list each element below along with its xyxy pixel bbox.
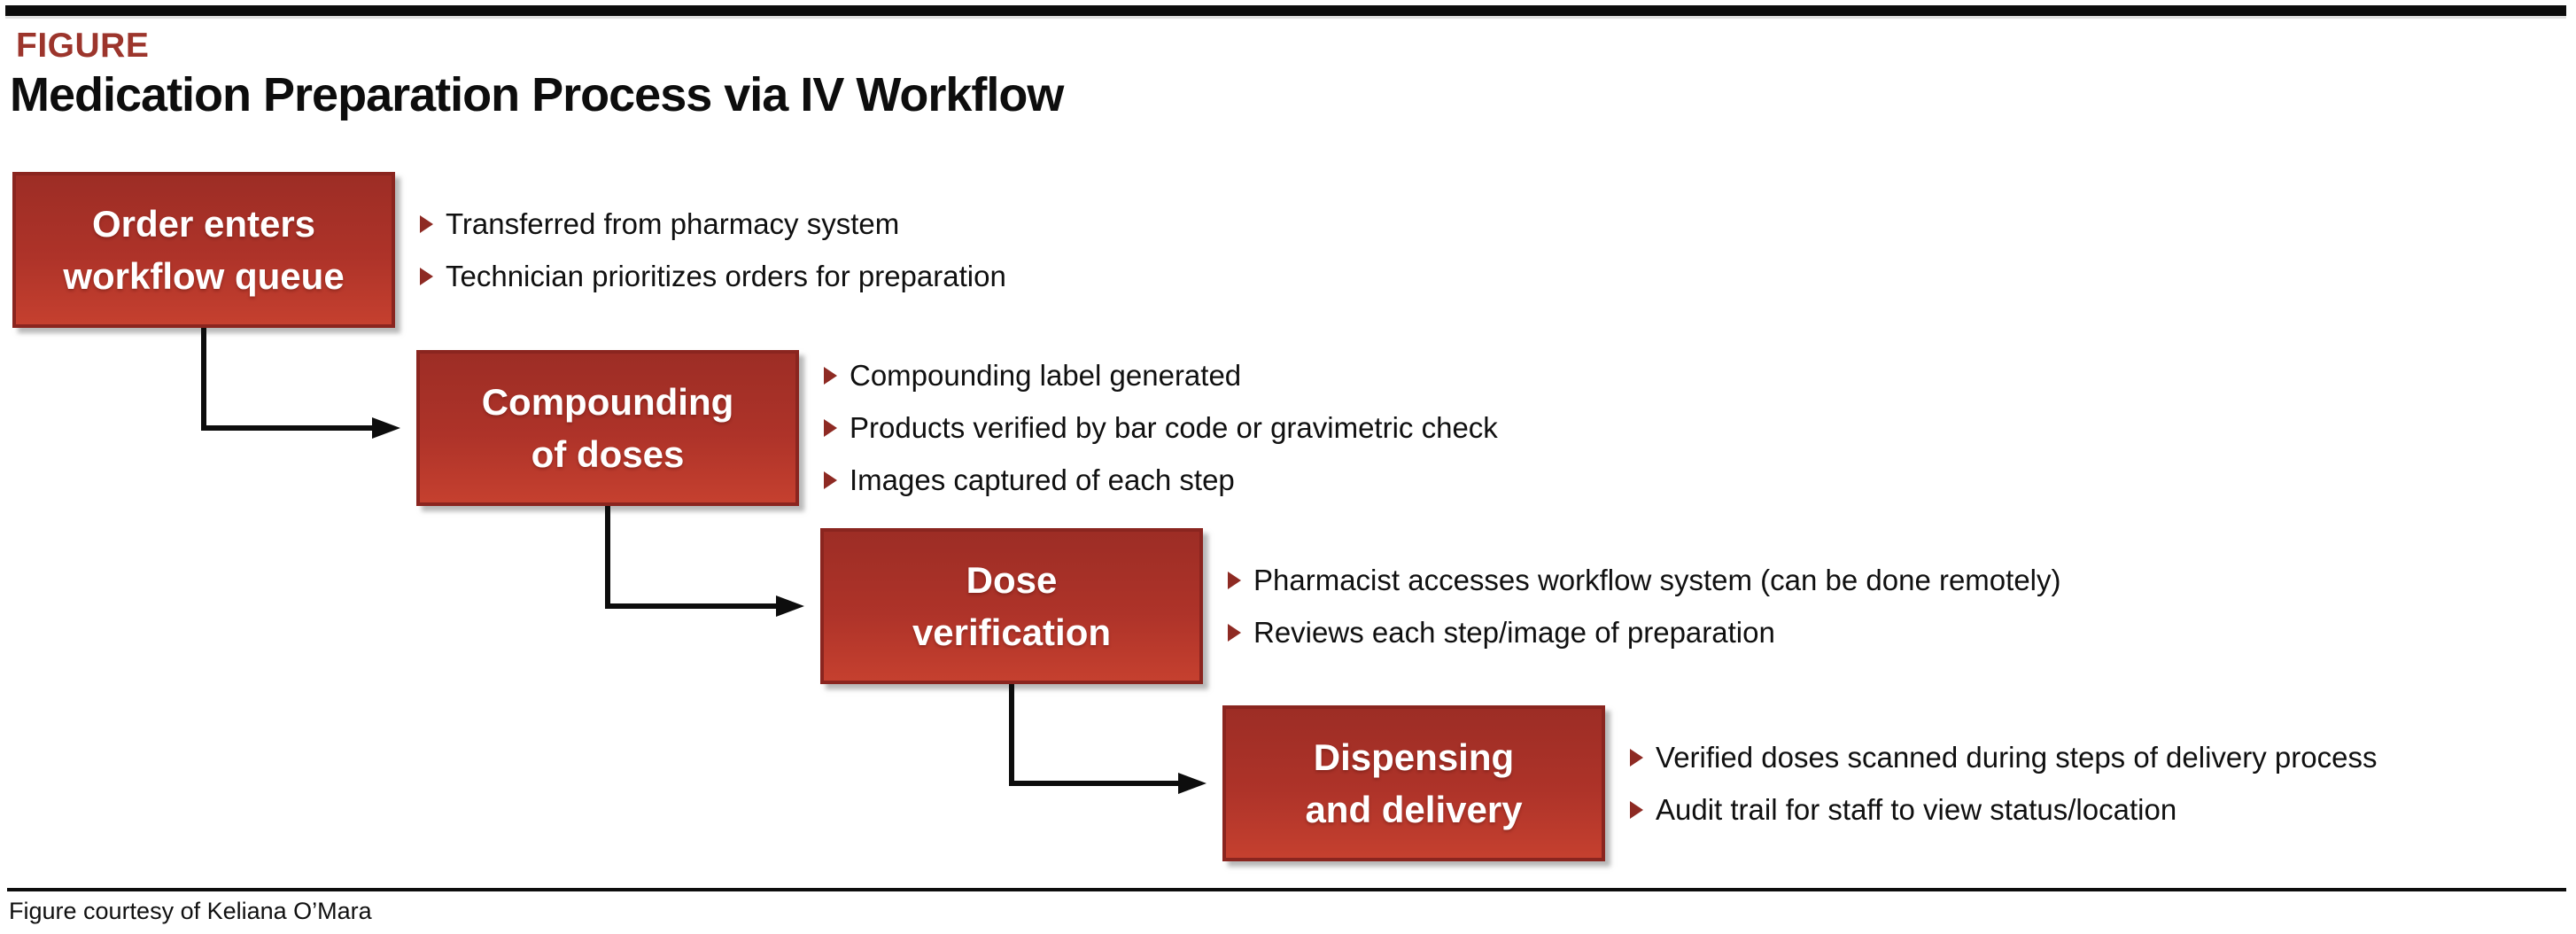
bullet-list-4: Verified doses scanned during steps of d… <box>1630 705 2377 861</box>
connector-arrowhead-icon <box>776 595 804 617</box>
connector-horizontal-segment <box>201 425 372 431</box>
flow-box-2: Compounding of doses <box>416 350 799 506</box>
bullet-triangle-icon <box>824 419 837 437</box>
bullet-triangle-icon <box>1630 800 1643 819</box>
bullet-text: Pharmacist accesses workflow system (can… <box>1253 563 2061 596</box>
connector-arrowhead-icon <box>1178 773 1207 794</box>
bullet-triangle-icon <box>824 367 837 385</box>
connector-vertical-segment <box>201 328 206 431</box>
bullet-item: Reviews each step/image of preparation <box>1228 606 2061 658</box>
bullet-item: Compounding label generated <box>824 350 1498 402</box>
figure-credit: Figure courtesy of Keliana O’Mara <box>9 898 372 924</box>
connector-vertical-segment <box>1009 684 1014 786</box>
bullet-triangle-icon <box>824 471 837 489</box>
footer-divider <box>7 888 2566 891</box>
flow-box-1: Order enters workflow queue <box>12 172 395 328</box>
bullet-item: Images captured of each step <box>824 454 1498 506</box>
bullet-triangle-icon <box>1228 623 1241 642</box>
bullet-item: Audit trail for staff to view status/loc… <box>1630 783 2377 836</box>
figure-kicker: FIGURE <box>16 27 150 65</box>
bullet-item: Pharmacist accesses workflow system (can… <box>1228 554 2061 606</box>
bullet-text: Compounding label generated <box>850 359 1242 393</box>
bullet-text: Transferred from pharmacy system <box>446 206 900 240</box>
bullet-item: Products verified by bar code or gravime… <box>824 402 1498 455</box>
bullet-text: Audit trail for staff to view status/loc… <box>1656 792 2177 826</box>
bullet-text: Verified doses scanned during steps of d… <box>1656 740 2378 774</box>
figure-title: Medication Preparation Process via IV Wo… <box>10 68 1064 121</box>
flow-box-4: Dispensing and delivery <box>1222 705 1605 861</box>
bullet-text: Images captured of each step <box>850 463 1235 496</box>
bullet-text: Products verified by bar code or gravime… <box>850 411 1498 444</box>
bullet-list-3: Pharmacist accesses workflow system (can… <box>1228 528 2061 684</box>
bullet-triangle-icon <box>420 214 433 233</box>
bullet-item: Verified doses scanned during steps of d… <box>1630 731 2377 783</box>
connector-horizontal-segment <box>605 603 776 609</box>
bullet-item: Technician prioritizes orders for prepar… <box>420 250 1006 302</box>
flow-box-3: Dose verification <box>820 528 1203 684</box>
bullet-triangle-icon <box>1630 748 1643 767</box>
bullet-triangle-icon <box>420 267 433 285</box>
bullet-item: Transferred from pharmacy system <box>420 198 1006 250</box>
connector-arrowhead-icon <box>372 417 400 439</box>
bullet-triangle-icon <box>1228 571 1241 589</box>
connector-horizontal-segment <box>1009 781 1178 786</box>
bullet-text: Reviews each step/image of preparation <box>1253 615 1775 649</box>
bullet-text: Technician prioritizes orders for prepar… <box>446 259 1006 292</box>
top-rule-bar <box>5 5 2566 16</box>
connector-vertical-segment <box>605 506 610 609</box>
